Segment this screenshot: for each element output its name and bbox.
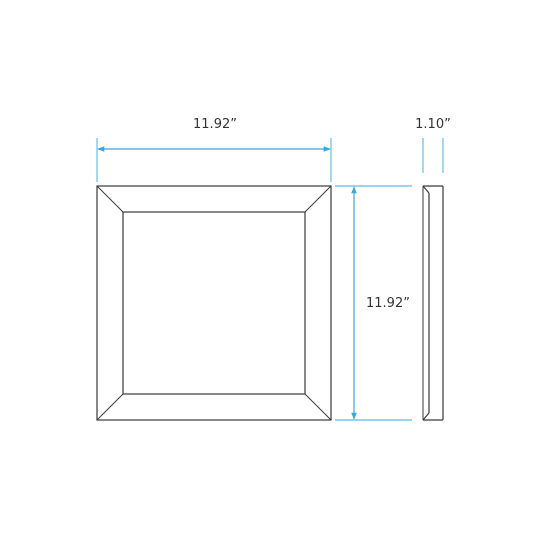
side-top-bevel [422, 185, 430, 194]
bevel-corner-bottom-left [96, 393, 124, 421]
side-bottom-bevel [422, 412, 430, 421]
front-view-panel [96, 185, 332, 421]
width-label: 11.92” [193, 117, 237, 132]
width-dimension: 11.92” [96, 117, 332, 182]
height-dimension: 11.92” [335, 185, 412, 421]
side-view-panel [422, 185, 444, 421]
height-label: 11.92” [366, 296, 410, 311]
panel-inner-edge [122, 211, 306, 395]
bevel-corner-bottom-right [304, 393, 332, 421]
panel-outer-edge [96, 185, 332, 421]
depth-dimension: 1.10” [415, 117, 451, 173]
depth-label: 1.10” [415, 117, 451, 132]
bevel-corner-top-left [96, 185, 124, 213]
bevel-corner-top-right [304, 185, 332, 213]
